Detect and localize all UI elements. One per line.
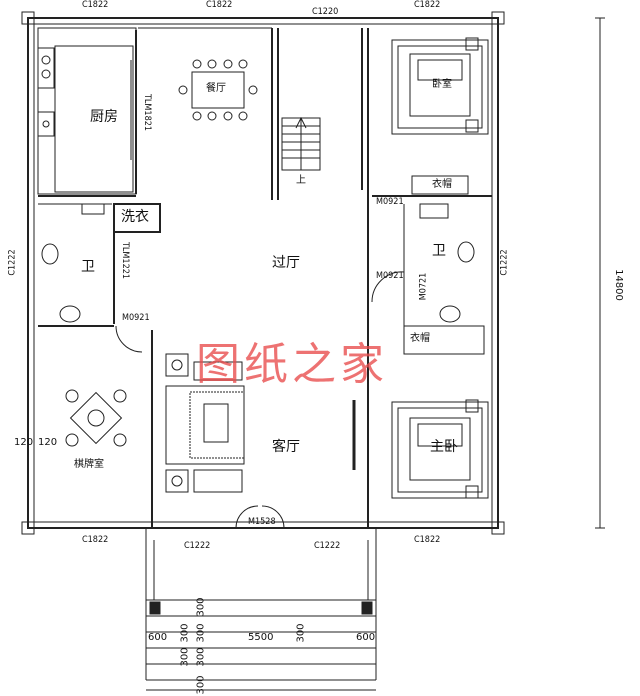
laundry-label: 洗衣 xyxy=(121,209,149,225)
step-dim-e: 300 xyxy=(179,647,191,667)
dining-label: 餐厅 xyxy=(206,83,226,94)
wardrobe-bottom-label: 衣帽 xyxy=(410,333,430,344)
wall-left-dim-a: 120 xyxy=(14,437,34,448)
step-dim-g: 300 xyxy=(195,675,207,695)
code-bottom-1: C1822 xyxy=(82,535,109,545)
code-top-1: C1822 xyxy=(82,0,109,10)
code-top-4: C1822 xyxy=(414,0,441,10)
stair-up-label: 上 xyxy=(296,175,306,186)
wardrobe-top-label: 衣帽 xyxy=(432,179,452,190)
hall-label: 过厅 xyxy=(272,255,300,271)
code-top-3: C1220 xyxy=(312,7,339,17)
code-right-window: C1222 xyxy=(499,249,510,276)
bath-left-label: 卫 xyxy=(81,259,95,275)
master-bedroom-label: 主卧 xyxy=(430,439,458,455)
step-dim-c: 300 xyxy=(179,623,191,643)
code-top-2: C1822 xyxy=(206,0,233,10)
code-left-window: C1222 xyxy=(7,249,18,276)
total-depth-dim: 14800 xyxy=(612,269,624,301)
porch-right-dim: 600 xyxy=(356,632,376,643)
code-bottom-3: C1222 xyxy=(314,541,341,551)
chess-room-label: 棋牌室 xyxy=(74,459,104,470)
code-bottom-2: C1222 xyxy=(184,541,211,551)
porch-left-dim: 600 xyxy=(148,632,168,643)
living-label: 客厅 xyxy=(272,439,300,455)
step-dim-f: 300 xyxy=(195,647,207,667)
bedroom-label: 卧室 xyxy=(432,79,452,90)
code-tlm-bath: TLM1221 xyxy=(120,241,131,280)
kitchen-label: 厨房 xyxy=(90,109,118,125)
bath-right-label: 卫 xyxy=(432,243,446,259)
code-main-door: M1528 xyxy=(248,517,276,527)
code-m0721: M0721 xyxy=(418,272,429,301)
code-m0921-mid: M0921 xyxy=(376,271,404,281)
wall-left-dim-b: 120 xyxy=(38,437,58,448)
code-bottom-4: C1822 xyxy=(414,535,441,545)
step-dim-b: 300 xyxy=(195,623,207,643)
step-dim-a: 300 xyxy=(195,597,207,617)
watermark: 图纸之家 xyxy=(196,339,388,390)
code-m0921-top: M0921 xyxy=(376,197,404,207)
code-m0921-left: M0921 xyxy=(122,313,150,323)
step-dim-d: 300 xyxy=(295,623,307,643)
code-tlm-kitchen: TLM1821 xyxy=(142,93,153,132)
porch-width-dim: 5500 xyxy=(248,632,274,643)
